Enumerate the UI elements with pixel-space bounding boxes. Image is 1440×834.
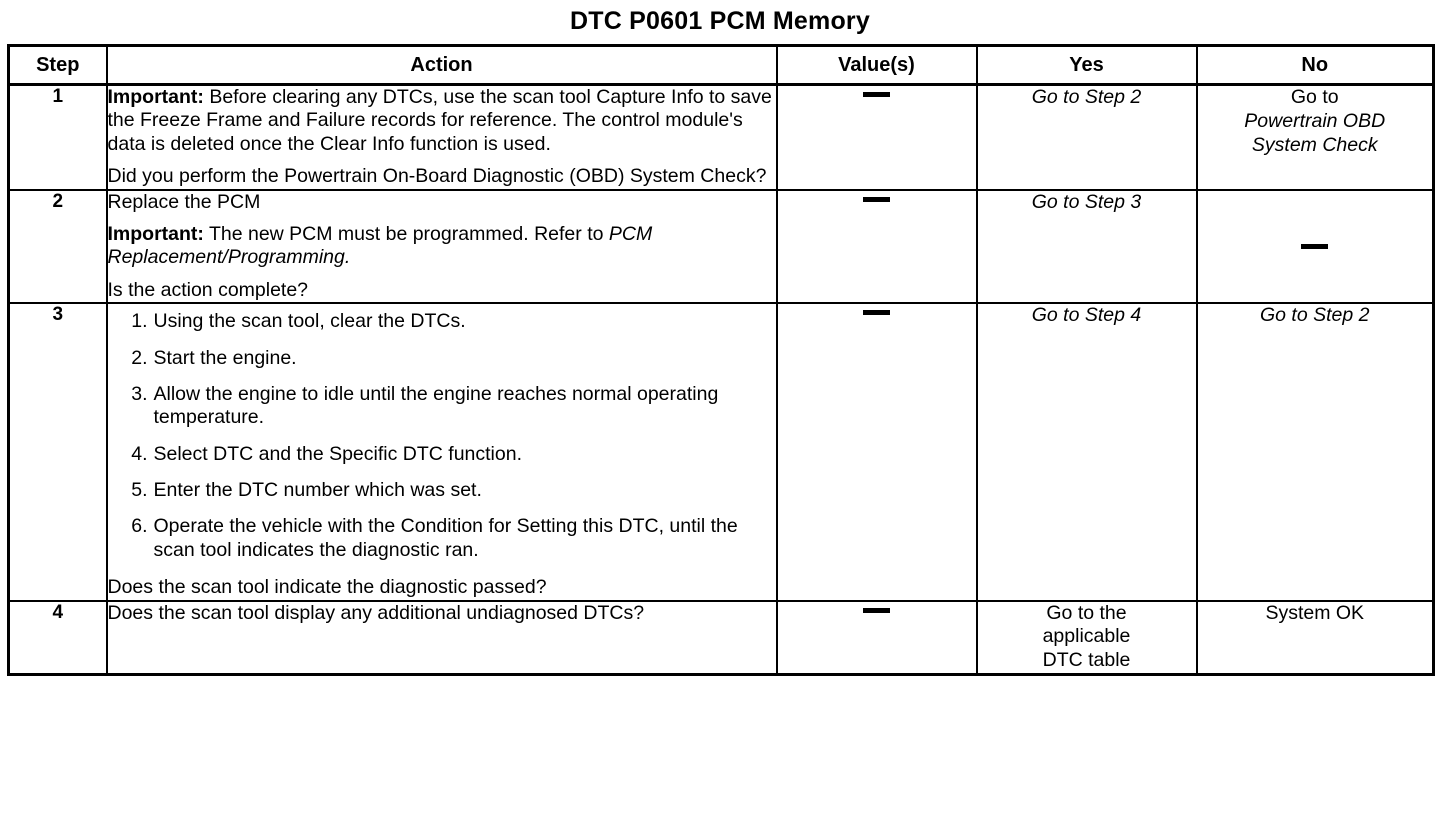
action-paragraph: Important: The new PCM must be programme… xyxy=(108,223,776,270)
em-dash-icon xyxy=(863,310,890,316)
action-cell: Replace the PCM Important: The new PCM m… xyxy=(105,188,778,305)
action-question: Did you perform the Powertrain On-Board … xyxy=(107,165,767,188)
yes-branch-line: Go to Step 2 xyxy=(1031,86,1142,108)
yes-branch-line: applicable xyxy=(1042,625,1131,648)
yes-branch-cell: Go to Step 2 xyxy=(975,83,1198,191)
no-branch-line: Go to Step 2 xyxy=(1260,304,1370,327)
action-question: Does the scan tool display any additiona… xyxy=(107,601,645,624)
table-row: 3 Using the scan tool, clear the DTCs. S… xyxy=(7,302,1435,602)
no-branch-cell: Go to Powertrain OBD System Check xyxy=(1195,83,1435,191)
yes-branch-line: Go to Step 3 xyxy=(1031,190,1142,213)
em-dash-icon xyxy=(1301,243,1329,249)
action-paragraph: Important: Before clearing any DTCs, use… xyxy=(108,86,776,156)
list-item: Enter the DTC number which was set. xyxy=(124,479,482,503)
important-label: Important: xyxy=(107,222,204,245)
em-dash-icon xyxy=(863,196,890,202)
page-title: DTC P0601 PCM Memory xyxy=(570,7,870,35)
value-cell xyxy=(775,599,978,676)
column-header-step: Step xyxy=(7,44,108,86)
no-branch-line: Go to xyxy=(1290,86,1339,108)
yes-branch-cell: Go to Step 4 xyxy=(975,302,1198,602)
em-dash-icon xyxy=(863,92,890,98)
column-header-no: No xyxy=(1195,44,1435,86)
value-cell xyxy=(775,188,978,305)
no-branch-line: System OK xyxy=(1265,601,1365,624)
no-branch-line: Powertrain OBD xyxy=(1244,109,1386,132)
table-header-row: Step Action Value(s) Yes No xyxy=(7,44,1435,86)
list-item: Select DTC and the Specific DTC function… xyxy=(124,442,523,467)
yes-branch-line: DTC table xyxy=(1042,649,1131,672)
important-text: Before clearing any DTCs, use the scan t… xyxy=(107,86,772,155)
diagnostic-table: Step Action Value(s) Yes No 1 Important:… xyxy=(7,44,1435,676)
no-branch-line: System Check xyxy=(1251,133,1378,156)
reference-title: PCM Replacement/Programming. xyxy=(107,222,653,269)
no-branch-cell: System OK xyxy=(1195,599,1435,676)
action-cell: Using the scan tool, clear the DTCs. Sta… xyxy=(105,302,778,602)
table-row: 2 Replace the PCM Important: The new PCM… xyxy=(7,188,1435,305)
value-cell xyxy=(775,83,978,191)
yes-branch-line: Go to Step 4 xyxy=(1031,304,1142,327)
action-cell: Important: Before clearing any DTCs, use… xyxy=(105,83,778,191)
important-label: Important: xyxy=(107,86,204,108)
column-header-action: Action xyxy=(105,44,778,86)
action-cell: Does the scan tool display any additiona… xyxy=(105,599,778,676)
step-number: 1 xyxy=(7,83,108,191)
list-item: Operate the vehicle with the Condition f… xyxy=(124,515,738,561)
no-branch-cell xyxy=(1195,188,1435,305)
value-cell xyxy=(775,302,978,602)
column-header-yes: Yes xyxy=(975,44,1198,86)
list-item: Allow the engine to idle until the engin… xyxy=(124,382,719,429)
column-header-values: Value(s) xyxy=(775,44,978,86)
action-paragraph: Replace the PCM xyxy=(107,190,261,213)
step-number: 4 xyxy=(7,599,108,676)
list-item: Start the engine. xyxy=(124,346,297,371)
procedure-list: Using the scan tool, clear the DTCs. Sta… xyxy=(108,310,776,562)
no-branch-cell: Go to Step 2 xyxy=(1195,302,1435,602)
yes-branch-cell: Go to Step 3 xyxy=(975,188,1198,305)
table-row: 1 Important: Before clearing any DTCs, u… xyxy=(7,83,1435,191)
action-question: Is the action complete? xyxy=(107,278,309,301)
table-row: 4 Does the scan tool display any additio… xyxy=(7,599,1435,676)
action-question: Does the scan tool indicate the diagnost… xyxy=(107,576,547,599)
important-text: The new PCM must be programmed. Refer to xyxy=(203,222,609,245)
step-number: 3 xyxy=(7,302,108,602)
em-dash-icon xyxy=(863,607,890,613)
step-number: 2 xyxy=(7,188,108,305)
yes-branch-cell: Go to the applicable DTC table xyxy=(975,599,1198,676)
list-item: Using the scan tool, clear the DTCs. xyxy=(124,310,466,334)
yes-branch-line: Go to the xyxy=(1046,601,1127,624)
